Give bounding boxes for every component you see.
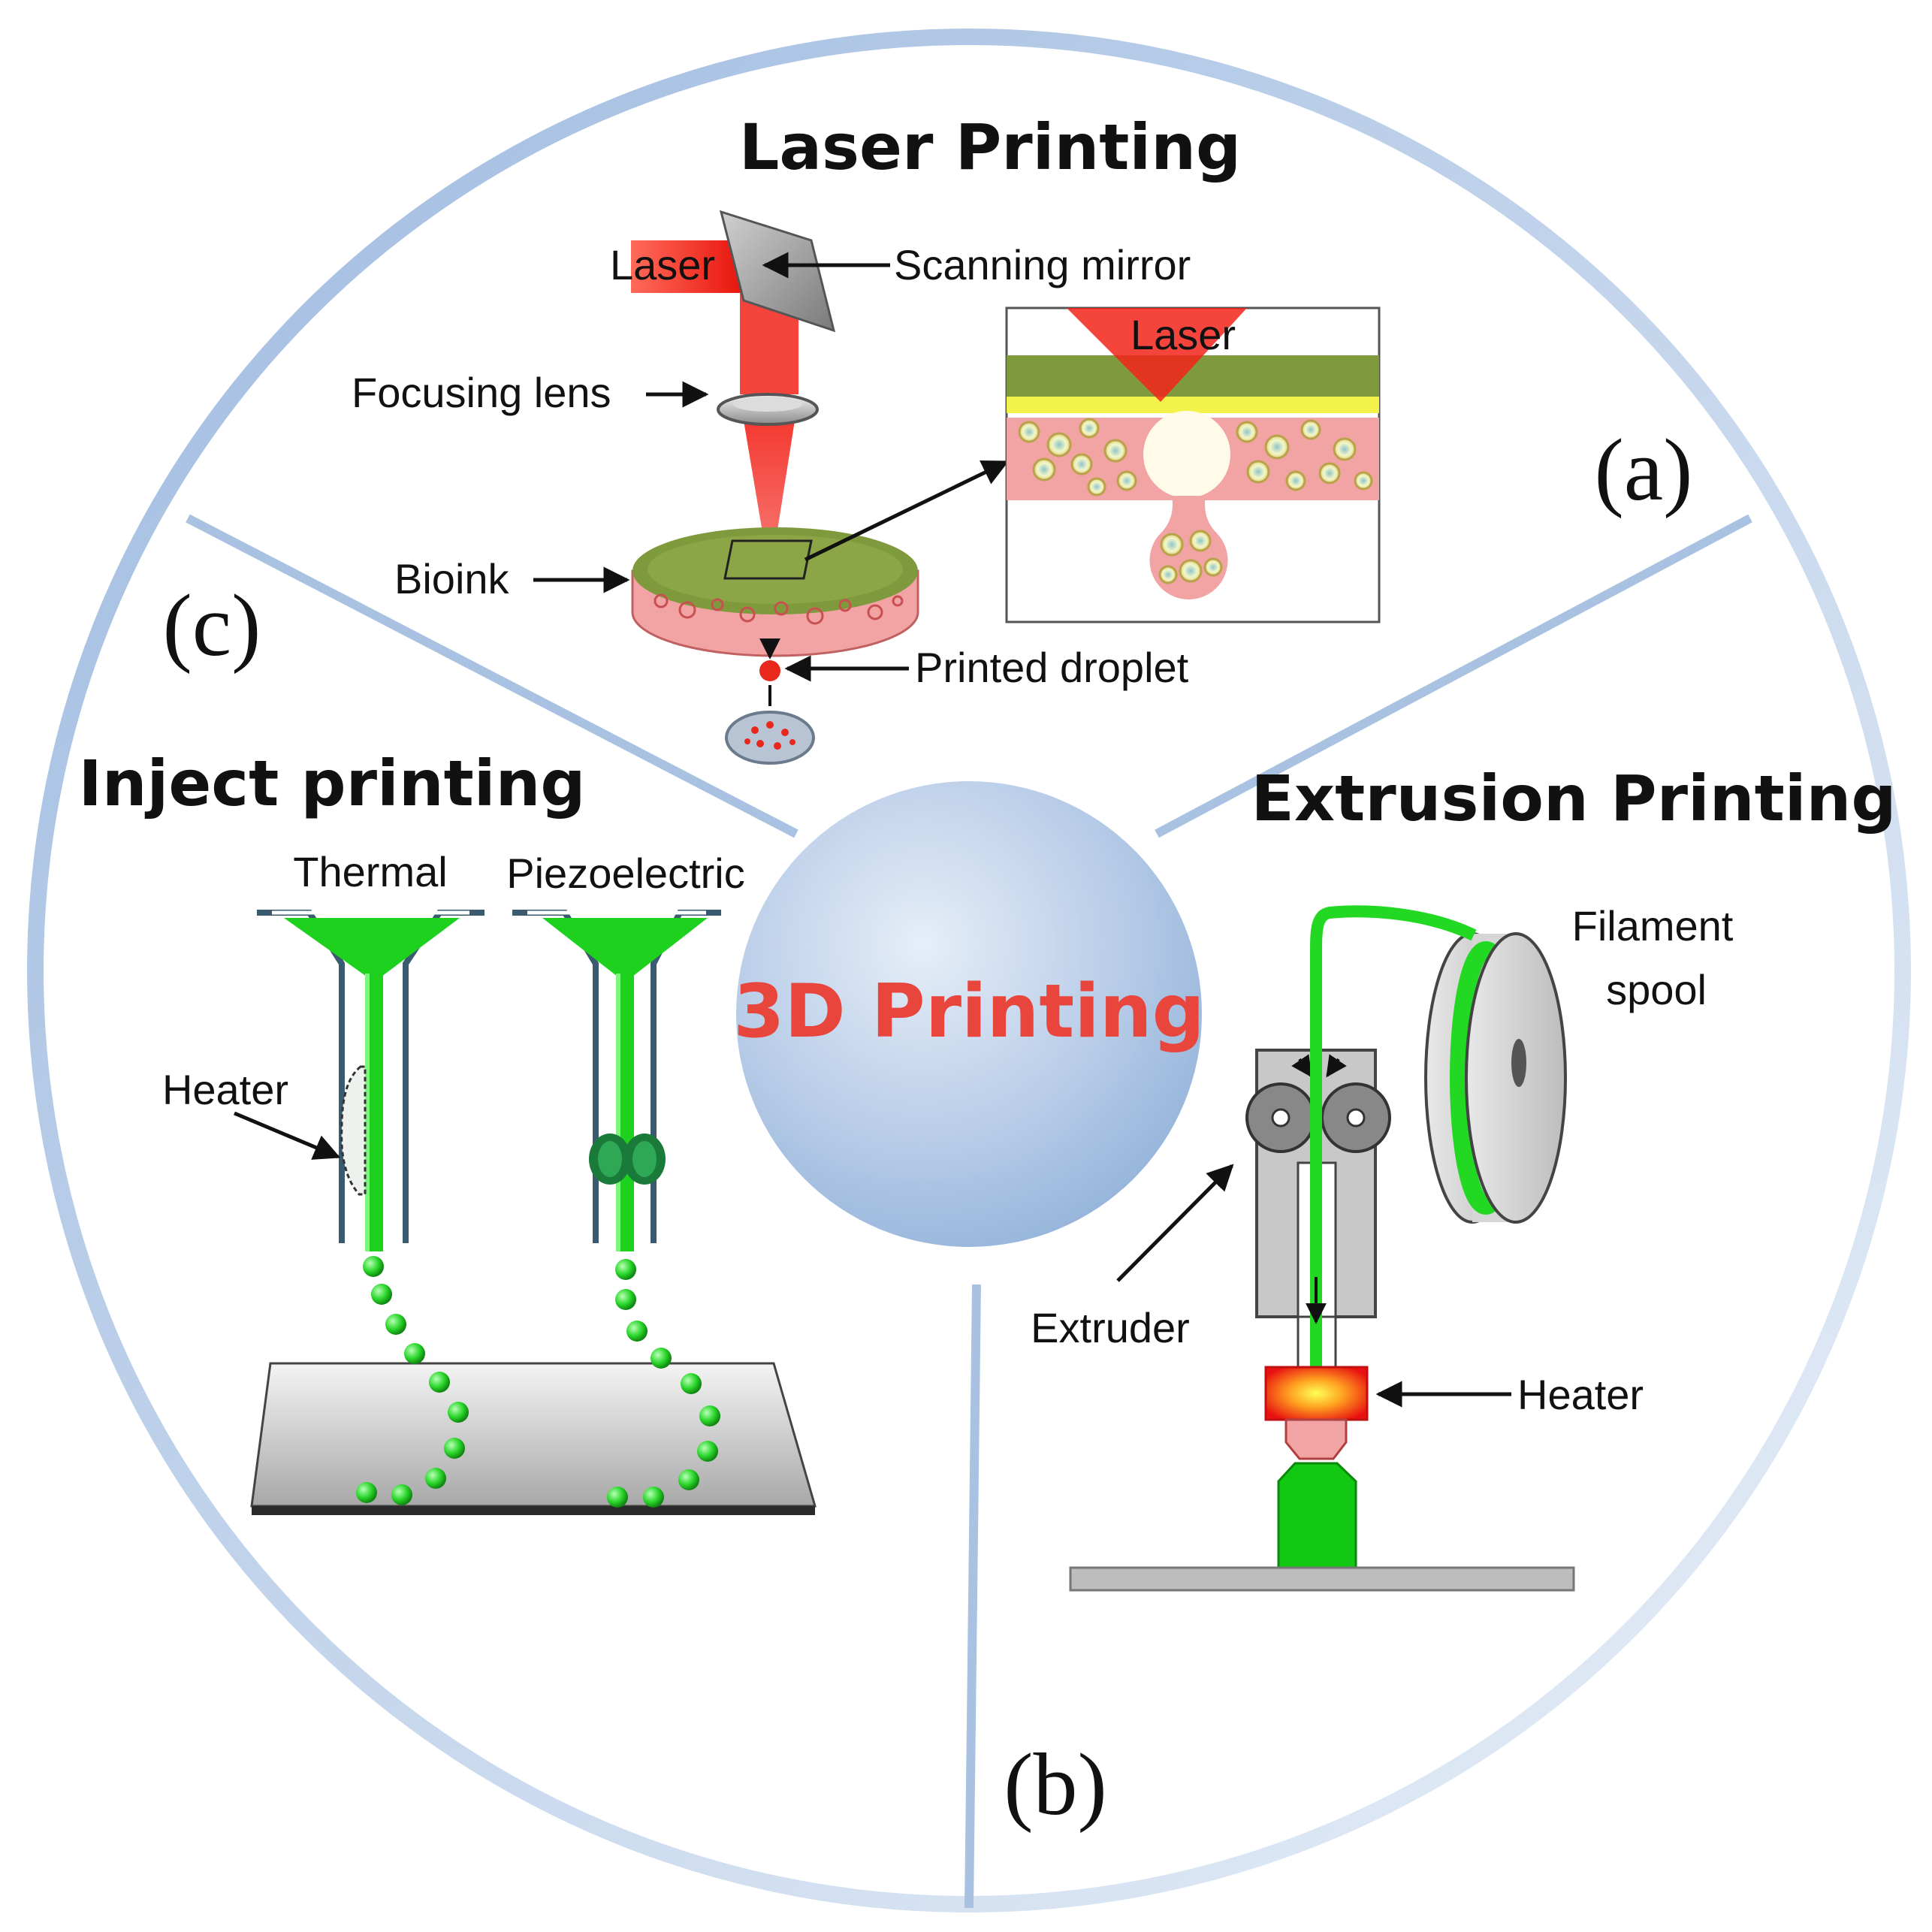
inkjet-substrate-icon bbox=[250, 1362, 817, 1508]
thermal-heater-element bbox=[340, 1065, 367, 1196]
scanning-mirror-icon bbox=[719, 210, 836, 333]
inset-absorbing-layer bbox=[1007, 397, 1379, 413]
section-dividers bbox=[186, 514, 1752, 1909]
extrusion-printing-section: Extrusion Printing (b) Filament spool bbox=[1004, 762, 1896, 1834]
scanning-mirror-label: Scanning mirror bbox=[894, 241, 1191, 288]
thermal-label: Thermal bbox=[293, 848, 447, 895]
inset-laser-label: Laser bbox=[1131, 311, 1236, 358]
build-plate-icon bbox=[1069, 1566, 1575, 1592]
extrusion-section-title: Extrusion Printing bbox=[1251, 762, 1897, 835]
bioink-target-square bbox=[723, 539, 813, 580]
petri-dish-icon bbox=[725, 711, 815, 765]
focusing-lens-label: Focusing lens bbox=[352, 369, 611, 416]
zoom-connector-line bbox=[804, 460, 1010, 562]
printed-droplet-icon bbox=[759, 660, 780, 681]
piezoelectric-nozzle-icon bbox=[512, 910, 721, 1251]
panel-label-b: (b) bbox=[1004, 1735, 1107, 1834]
center-title: 3D Printing bbox=[733, 969, 1205, 1055]
inkjet-section-title: Inject printing bbox=[78, 747, 585, 820]
focusing-lens-top bbox=[733, 397, 802, 412]
extrusion-heater-icon bbox=[1264, 1366, 1369, 1421]
bioink-side-cells bbox=[654, 593, 904, 625]
thermal-nozzle-icon bbox=[257, 910, 485, 1251]
inset-cells bbox=[1018, 418, 1373, 584]
piezoelectric-label: Piezoelectric bbox=[506, 850, 744, 897]
printed-droplet-label: Printed droplet bbox=[915, 644, 1189, 691]
extruder-label: Extruder bbox=[1031, 1304, 1190, 1351]
filament-spool-label-line1: Filament bbox=[1572, 902, 1734, 949]
thermal-heater-label: Heater bbox=[162, 1066, 288, 1113]
laser-focus-cone bbox=[744, 421, 795, 563]
central-hub: 3D Printing bbox=[733, 781, 1205, 1247]
thermal-droplet-trail bbox=[356, 1256, 469, 1505]
laser-inset-panel: Laser bbox=[1005, 306, 1381, 623]
laser-printing-section: Laser Printing (a) Laser Scanning mirror… bbox=[352, 110, 1693, 765]
inkjet-substrate-edge bbox=[252, 1506, 815, 1515]
inkjet-printing-section: Inject printing (c) Thermal Piezoelectri… bbox=[78, 576, 817, 1515]
panel-label-c: (c) bbox=[163, 576, 261, 675]
inset-laser-cone bbox=[1067, 308, 1247, 402]
filament-spool-icon bbox=[1424, 932, 1567, 1224]
panel-label-a: (a) bbox=[1595, 421, 1693, 519]
filament-strand bbox=[1310, 905, 1477, 1412]
thermal-heater-arrow bbox=[234, 1111, 341, 1160]
bioink-disk-texture bbox=[648, 535, 903, 604]
laser-section-title: Laser Printing bbox=[739, 110, 1241, 184]
filament-spool-label-line2: spool bbox=[1606, 966, 1707, 1013]
laser-source-beam bbox=[631, 240, 744, 293]
piezoelectric-actuator bbox=[589, 1134, 666, 1185]
extruder-nozzle-icon bbox=[1284, 1418, 1348, 1460]
laser-label: Laser bbox=[610, 241, 715, 288]
inset-bubble bbox=[1143, 411, 1230, 498]
petri-dish-cells bbox=[744, 721, 795, 750]
printed-structure-icon bbox=[1277, 1462, 1357, 1585]
extrusion-heater-label: Heater bbox=[1517, 1371, 1644, 1418]
extruder-arrow bbox=[1116, 1164, 1234, 1282]
bioink-label: Bioink bbox=[394, 555, 510, 602]
piezoelectric-droplet-trail bbox=[607, 1259, 720, 1508]
